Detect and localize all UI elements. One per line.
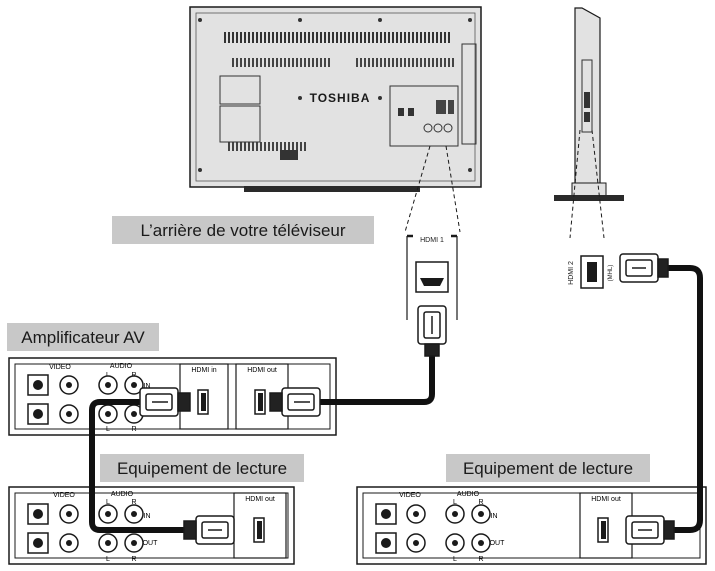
svg-text:R: R xyxy=(131,426,136,433)
svg-text:R: R xyxy=(478,499,483,506)
svg-text:OUT: OUT xyxy=(143,540,159,547)
vent-bottom xyxy=(226,142,306,151)
svg-text:AUDIO: AUDIO xyxy=(457,491,480,498)
player-left-panel: VIDEO AUDIO L R IN OUT L R HDMI out xyxy=(8,486,295,565)
svg-text:IN: IN xyxy=(144,383,151,390)
svg-text:L: L xyxy=(106,499,110,506)
svg-text:L: L xyxy=(453,556,457,563)
vent-mid-left xyxy=(232,58,332,67)
hdmi2-port-zoom: HDMI 2 (MHL) xyxy=(568,255,614,289)
vent-top xyxy=(224,32,452,43)
svg-text:IN: IN xyxy=(144,513,151,520)
tv-side xyxy=(554,7,624,201)
svg-text:Equipement de lecture: Equipement de lecture xyxy=(463,459,633,478)
tv-back: TOSHIBA xyxy=(189,6,482,192)
player-left-caption: Equipement de lecture xyxy=(100,454,304,482)
hdmi-plugs xyxy=(139,253,675,545)
svg-text:R: R xyxy=(131,556,136,563)
svg-text:HDMI out: HDMI out xyxy=(245,496,275,503)
player-right-caption: Equipement de lecture xyxy=(446,454,650,482)
tv-caption: L’arrière de votre téléviseur xyxy=(112,216,374,244)
svg-text:VIDEO: VIDEO xyxy=(49,364,71,371)
hdmi2-label: HDMI 2 xyxy=(568,261,575,285)
svg-text:HDMI out: HDMI out xyxy=(591,496,621,503)
vent-mid-right xyxy=(354,58,454,67)
svg-text:HDMI in: HDMI in xyxy=(191,367,216,374)
svg-text:L: L xyxy=(453,499,457,506)
mhl-label: (MHL) xyxy=(608,265,614,282)
svg-text:L’arrière de votre téléviseur: L’arrière de votre téléviseur xyxy=(140,221,345,240)
svg-text:AUDIO: AUDIO xyxy=(110,363,133,370)
hdmi1-port-zoom: HDMI 1 xyxy=(406,234,458,320)
svg-text:IN: IN xyxy=(491,513,498,520)
svg-text:VIDEO: VIDEO xyxy=(53,492,75,499)
amplifier-caption: Amplificateur AV xyxy=(7,323,159,351)
hdmi-cables xyxy=(89,265,703,533)
svg-text:OUT: OUT xyxy=(490,540,506,547)
svg-text:VIDEO: VIDEO xyxy=(399,492,421,499)
tv-stand xyxy=(244,186,420,192)
svg-text:R: R xyxy=(478,556,483,563)
hdmi1-label: HDMI 1 xyxy=(420,237,444,244)
svg-text:Amplificateur AV: Amplificateur AV xyxy=(21,328,145,347)
svg-text:R: R xyxy=(131,499,136,506)
svg-text:AUDIO: AUDIO xyxy=(111,491,134,498)
svg-text:L: L xyxy=(106,426,110,433)
svg-text:L: L xyxy=(106,556,110,563)
tv-port-panel xyxy=(389,85,459,147)
tv-brand-logo: TOSHIBA xyxy=(310,91,371,105)
svg-text:Equipement de lecture: Equipement de lecture xyxy=(117,459,287,478)
svg-text:HDMI out: HDMI out xyxy=(247,367,277,374)
